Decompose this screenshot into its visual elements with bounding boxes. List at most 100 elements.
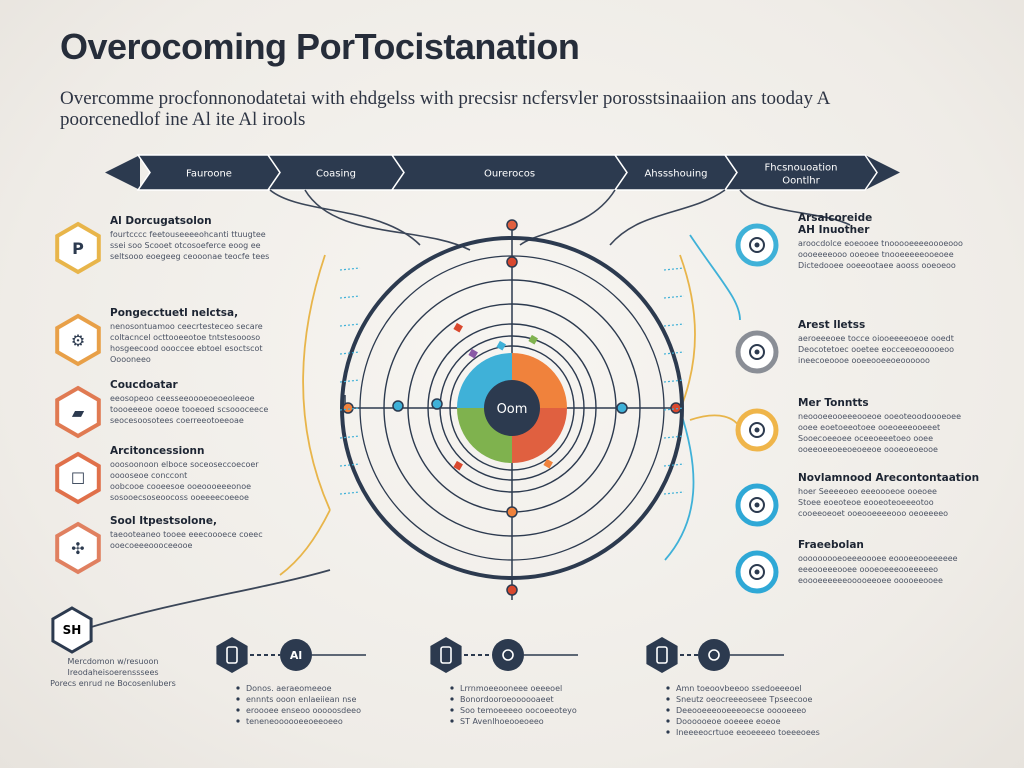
icon-glyph [226,646,238,664]
dash-mark [663,379,685,383]
panel-hexagon [55,521,101,575]
text-line: Sooecoeeoee oceeoeeetoeo ooee [798,434,934,443]
user-group-icon [698,639,730,671]
text-line: oobcooe cooeesoe ooeoooeeeonoe [110,482,252,491]
hub-label: Oom [497,402,528,417]
dash-mark [339,295,361,299]
text-line: teneneoooooeeoeeoeeo [246,717,343,726]
text-line: Soo temoeeeeo oocoeeoteyo [460,706,577,715]
dash-mark [663,435,685,439]
text-line: eeosopeoo ceesseeoooeoeoeoleeoe [110,394,255,403]
text-line: ooooooooeoeeeoooee eoooeeooeeeeee [798,554,958,563]
text-line: Lrrnmoeeooneee oeeeoel [460,684,563,693]
bullet-dot [666,697,670,701]
panel-title: AH Inuother [798,224,870,236]
connector-line [679,254,696,411]
badge-hexagon [51,606,93,654]
panel-hexagon [55,221,101,275]
text-line: taeooteaneo tooee eeecoooece coeec [110,530,263,539]
connector-line [689,414,741,429]
icon-glyph [440,646,452,664]
panel-hexagon [55,451,101,505]
text-line: Dictedooee ooeeootaee aooss ooeoeoo [798,261,956,270]
page-subtitle: Overcomme procfonnonodatetai with ehdgel… [60,88,920,130]
marker [543,458,553,469]
dash-mark [339,491,361,495]
text-line: ineecoeoooe ooeeooeeoeoooooo [798,356,930,365]
node-dot [506,219,518,231]
panel-title: Pongecctuetl nelctsa, [110,307,239,319]
text-line: toooeeeoe ooeoe tooeoed scsoooceece [110,405,269,414]
text-line: Sneutz oeocreeeoseee Tpseecooe [676,695,813,704]
icon-glyph [502,649,514,661]
timeline-label: Coasing [316,169,356,180]
dash-mark [339,435,361,439]
text-line: Ireodaheisoerensssees [67,668,159,677]
panel-title: Al Dorcugatsolon [110,215,212,227]
text-line: Amn toeoovbeeoo ssedoeeeoel [676,684,802,693]
panel-title: Mer Tonntts [798,397,869,409]
text-line: seocesoosotees coerreeotoeeoae [110,416,244,425]
text-line: Donos. aeraeomeeoe [246,684,332,693]
panel-title: Arcitoncessionn [110,445,205,457]
node-dot [431,398,443,410]
dash-mark [339,463,361,467]
dash-mark [663,267,685,271]
timeline-label: Fhcsnouoation [765,163,838,174]
icon-dot [754,569,760,575]
text-line: Bonordooroeoooooaeet [460,695,554,704]
marker [496,340,506,351]
bullet-dot [236,719,240,723]
panel-title: Arest lletss [798,319,866,331]
dash-mark [339,351,361,355]
text-line: ooecoeeeoooceeooe [110,541,193,550]
panel-title: Fraeebolan [798,539,864,551]
text-line: fourtcccc feetouseeeeohcanti ttuugtee [110,230,266,239]
icon-core [749,237,765,253]
icon-core [749,497,765,513]
text-line: cooeeoeoet ooeooeeeeooo oeoeeeeo [798,509,949,518]
panel-title: Arsalcoreide [798,212,873,224]
icon-core [749,422,765,438]
bullet-dot [450,686,454,690]
text-line: ooeeoeeoeeoeoeeoe oooeoeoeooe [798,445,938,454]
text-line: Mercdomon w/resuoon [67,657,159,666]
timeline-sublabel: Oontlhr [782,176,820,187]
text-line: seltsooo eoegeeg ceooonae teocfe tees [110,252,270,261]
text-line: coltacncel octtooeeotoe tntstesoooso [110,333,261,342]
connector-line [739,189,851,226]
dash-mark [663,351,685,355]
bullet-dot [450,697,454,701]
connector-line [302,254,331,511]
bullet-dot [236,697,240,701]
panel-hexagon [55,385,101,439]
bullet-dot [666,686,670,690]
icon-dot [754,502,760,508]
dash-mark [663,323,685,327]
monitor-icon [646,637,678,673]
text-line: ooooseoe conccont [110,471,188,480]
bullet-dot [236,686,240,690]
bullet-dot [666,719,670,723]
text-line: Deocotetoec ooetee eocceeoeooooeoo [798,345,955,354]
dash-mark [663,463,685,467]
badge-label: SH [63,623,82,637]
text-line: aeroeeeoee tocce oiooeeeeoeoe ooedt [798,334,954,343]
bullet-dot [236,708,240,712]
text-line: aroocdolce eoeooee tnooooeeeeoooeooo [798,239,963,248]
icon-core [749,564,765,580]
connector-line [609,189,726,246]
compass-icon: ✣ [71,539,84,558]
camera-icon [492,639,524,671]
node-dot [506,584,518,596]
connector-line [304,189,471,251]
timeline-label: Ourerocos [484,169,535,180]
text-line: hosgeecood oooccee ebtoel esoctscot [110,344,263,353]
marker [468,348,478,359]
